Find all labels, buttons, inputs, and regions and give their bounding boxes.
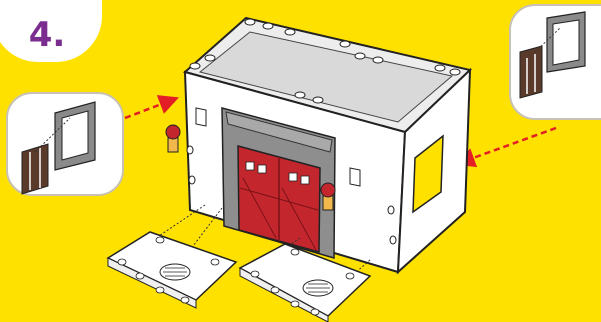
window-frame-right-icon <box>547 12 585 72</box>
window-frame-left-icon <box>55 102 95 170</box>
lamp-left-icon <box>166 125 180 152</box>
arrow-left-icon <box>125 100 172 118</box>
arrow-right-icon <box>462 128 556 162</box>
base-plate-left <box>108 232 236 308</box>
lamp-right-icon <box>321 183 335 210</box>
shutter-right-icon <box>520 46 542 98</box>
